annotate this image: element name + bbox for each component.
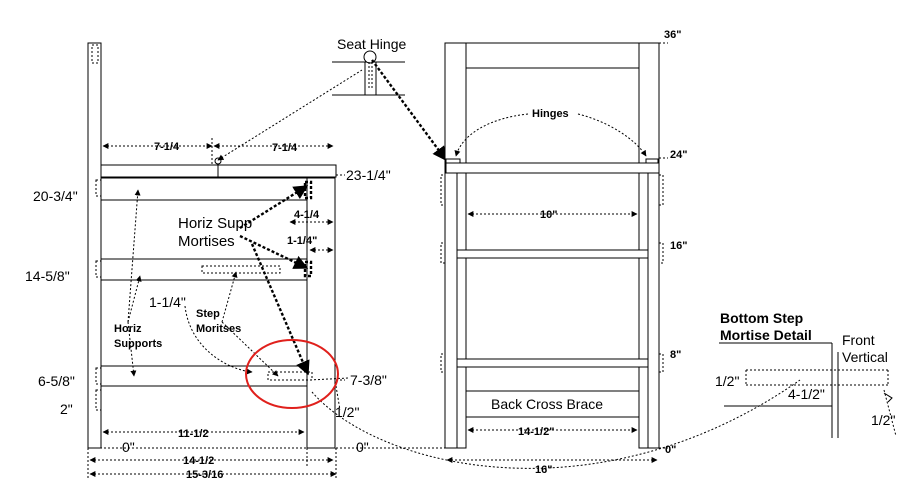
horiz-supports-label-2: Supports — [114, 338, 162, 350]
hinge-left — [445, 158, 461, 164]
mortise-hint — [95, 389, 102, 411]
back-right-leg — [638, 42, 660, 449]
step-mortise-bottom — [267, 371, 313, 381]
mortise-hint — [95, 367, 102, 385]
horiz-supp-mortises-label: Horiz Supp — [178, 215, 252, 232]
side-view — [87, 42, 801, 480]
dim-label: 24" — [670, 149, 687, 161]
bottom-step-title: Bottom Step — [720, 310, 803, 326]
back-seat-rail — [445, 162, 660, 174]
back-step-rail-8 — [456, 358, 649, 368]
horiz-support-top — [100, 177, 308, 201]
hinge-right — [645, 158, 659, 164]
back-left-leg — [444, 42, 467, 449]
bottom-step-title-2: Mortise Detail — [720, 327, 812, 343]
dim-label: 2" — [60, 401, 73, 417]
bottom-step-detail — [719, 342, 897, 438]
dim-label: 8" — [670, 349, 681, 361]
dim-label: 0" — [356, 439, 369, 455]
back-cross-brace-label: Back Cross Brace — [491, 396, 603, 412]
detail-leader — [311, 379, 801, 469]
dim-label: 16" — [535, 464, 552, 476]
step-moritses-label-2: Moritses — [196, 323, 241, 335]
dim-label: 1/2" — [871, 412, 895, 428]
dim-label: 0" — [665, 444, 676, 456]
dim-label: 1/2" — [335, 404, 359, 420]
dim-label: 1/2" — [715, 373, 739, 389]
step-mortise-mid — [201, 265, 281, 274]
horiz-support-bottom — [100, 365, 308, 387]
horiz-supp-mortises-label-2: Mortises — [178, 233, 235, 250]
dim-label: 7-1/4 — [154, 141, 180, 153]
dim-label: 36" — [664, 29, 681, 41]
back-cross-brace — [465, 390, 640, 418]
mortise-hint — [95, 179, 102, 197]
front-vertical-label-2: Vertical — [842, 349, 888, 365]
dim-label: 4-1/4 — [294, 209, 320, 221]
dim-label: 15-3/16 — [186, 469, 223, 481]
dim-label: 14-1/2 — [183, 455, 214, 467]
highlight-circle — [245, 339, 339, 409]
dim-label: 23-1/4" — [346, 167, 391, 183]
dim-label: 20-3/4" — [33, 188, 78, 204]
seat-hinge-pin — [214, 157, 222, 165]
dim-label: 14-5/8" — [25, 268, 70, 284]
back-leg — [87, 42, 102, 449]
dim-label: 16" — [670, 240, 687, 252]
dim-label: 1-1/4" — [149, 294, 186, 310]
seat-hinge-label: Seat Hinge — [337, 36, 406, 52]
dim-label: 14-1/2" — [518, 426, 554, 438]
seat-hinge-detail — [332, 50, 447, 162]
dim-label: 6-5/8" — [38, 373, 75, 389]
back-top-rail — [465, 42, 640, 69]
dim-label: 1-1/4" — [287, 235, 317, 247]
back-step-rail-16 — [456, 249, 649, 259]
back-view — [440, 42, 668, 463]
step-moritses-label: Step — [196, 308, 220, 320]
hinges-label: Hinges — [532, 108, 569, 120]
dim-label: 7-1/4 — [272, 142, 298, 154]
front-vertical-label: Front — [842, 332, 875, 348]
mortise-hint — [95, 260, 102, 278]
dim-label: 10" — [540, 209, 557, 221]
dim-label: 0" — [122, 439, 135, 455]
dim-label: 4-1/2" — [788, 386, 825, 402]
dim-label: 11-1/2 — [178, 428, 209, 440]
dim-label: 7-3/8" — [350, 372, 387, 388]
horiz-supports-label: Horiz — [114, 323, 142, 335]
